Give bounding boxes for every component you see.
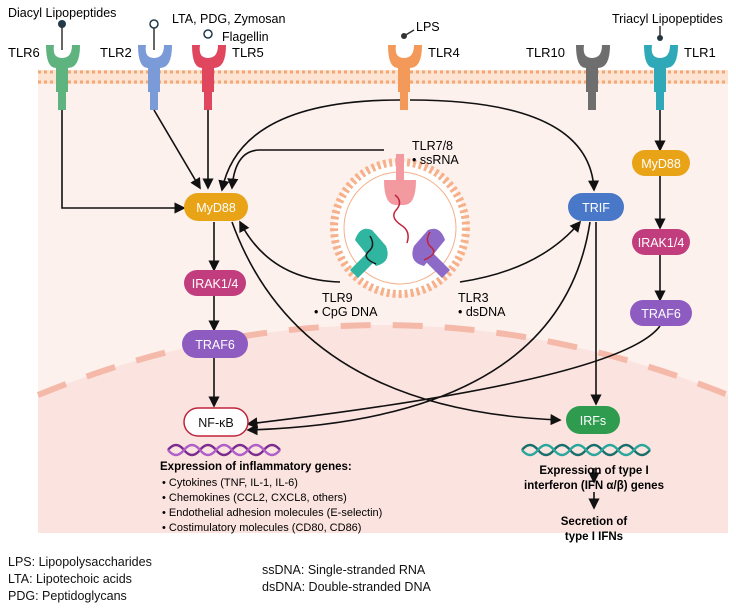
receptor-label-tlr5: TLR5 (232, 45, 264, 60)
label-tlr9: TLR9 (322, 291, 353, 305)
ligand-dot (203, 29, 213, 39)
svg-text:MyD88: MyD88 (641, 157, 681, 171)
receptor-label-tlr10: TLR10 (526, 45, 565, 60)
tlr6-receptor (46, 20, 80, 110)
abbr-dsdna: dsDNA: Double-stranded DNA (262, 580, 431, 594)
ligand-label-lta-pdg-zymosan: LTA, PDG, Zymosan (172, 12, 286, 26)
dna-inflammatory (167, 443, 281, 457)
tlr4-receptor (388, 29, 422, 110)
ligand-label-flagellin: Flagellin (222, 30, 269, 44)
svg-text:IRAK1/4: IRAK1/4 (638, 236, 685, 250)
svg-text:IRAK1/4: IRAK1/4 (192, 277, 239, 291)
irak-right-node: IRAK1/4 (632, 229, 690, 255)
ligand-label-diacyl: Diacyl Lipopeptides (8, 6, 116, 20)
interferon-line-1: Expression of type I (539, 465, 648, 477)
inflammatory-item-3: • Endothelial adhesion molecules (E-sele… (162, 507, 382, 519)
abbr-lps: LPS: Lipopolysaccharides (8, 555, 152, 569)
irak-left-node: IRAK1/4 (184, 270, 246, 296)
tlr10-receptor (576, 45, 610, 110)
svg-text:TRIF: TRIF (582, 201, 610, 215)
ligand-label-lps: LPS (416, 20, 440, 34)
secretion-line-2: type I IFNs (565, 531, 623, 543)
label-tlr3-ligand: • dsDNA (458, 305, 506, 319)
label-tlr78-ligand: • ssRNA (412, 153, 459, 167)
arrow-traf6-nfkb (246, 325, 661, 429)
abbr-pdg: PDG: Peptidoglycans (8, 589, 127, 603)
dna-interferon (521, 443, 651, 457)
plasma-membrane (38, 70, 728, 84)
arrow-myd88-irfs (231, 221, 562, 426)
receptor-label-tlr2: TLR2 (100, 45, 132, 60)
cytoplasm (36, 78, 730, 533)
inflammatory-item-4: • Costimulatory molecules (CD80, CD86) (162, 522, 361, 534)
interferon-line-2: interferon (IFN α/β) genes (524, 480, 664, 492)
arrow-tlr4-trif (409, 99, 600, 192)
endosome (330, 154, 470, 298)
pathway-arrows (61, 99, 666, 484)
svg-text:NF-κB: NF-κB (198, 416, 233, 430)
svg-text:MyD88: MyD88 (196, 201, 236, 215)
receptor-label-tlr1: TLR1 (684, 45, 716, 60)
arrow-tlr78-myd88 (227, 149, 384, 190)
tlr1-receptor (644, 26, 678, 110)
arrow-tlr2-myd88 (153, 109, 201, 190)
traf6-right-node: TRAF6 (630, 300, 692, 326)
receptor-label-tlr6: TLR6 (8, 45, 40, 60)
svg-text:TRAF6: TRAF6 (195, 338, 235, 352)
receptor-label-tlr4: TLR4 (428, 45, 460, 60)
tlr2-receptor (138, 19, 172, 110)
ligand-dot (149, 19, 159, 29)
myd88-right-node: MyD88 (632, 150, 690, 176)
label-tlr9-ligand: • CpG DNA (314, 305, 378, 319)
tlr9-receptor (350, 228, 388, 278)
svg-text:IRFs: IRFs (580, 414, 606, 428)
tlr7-8-receptor (384, 154, 416, 244)
abbr-lta: LTA: Lipotechoic acids (8, 572, 132, 586)
arrow-tlr4-myd88 (218, 99, 401, 192)
tlr3-receptor (412, 228, 450, 278)
ligand-label-triacyl: Triacyl Lipopeptides (612, 12, 723, 26)
arrow-tlr9-myd88 (239, 220, 341, 283)
tlr5-receptor (192, 29, 226, 110)
irfs-node: IRFs (566, 406, 620, 434)
arrow-trif-nfkb (246, 221, 591, 436)
inflammatory-item-2: • Chemokines (CCL2, CXCL8, others) (162, 492, 347, 504)
arrow-tlr6-myd88 (61, 110, 186, 214)
secretion-line-1: Secretion of (561, 516, 628, 528)
label-tlr78: TLR7/8 (412, 139, 453, 153)
inflammatory-item-1: • Cytokines (TNF, IL-1, IL-6) (162, 477, 298, 489)
svg-text:TRAF6: TRAF6 (641, 307, 681, 321)
abbreviation-legend-right: ssDNA: Single-stranded RNA dsDNA: Double… (262, 562, 431, 596)
arrow-tlr3-trif (459, 220, 582, 283)
myd88-left-node: MyD88 (184, 193, 248, 221)
trif-node: TRIF (568, 193, 624, 221)
label-tlr3: TLR3 (458, 291, 489, 305)
inflammatory-heading: Expression of inflammatory genes: (160, 461, 352, 473)
abbreviation-legend-left: LPS: Lipopolysaccharides LTA: Lipotechoi… (8, 554, 152, 605)
abbr-ssdna: ssDNA: Single-stranded RNA (262, 563, 426, 577)
nfkb-node: NF-κB (183, 407, 249, 437)
nucleus-region (38, 325, 728, 533)
traf6-left-node: TRAF6 (182, 330, 248, 358)
